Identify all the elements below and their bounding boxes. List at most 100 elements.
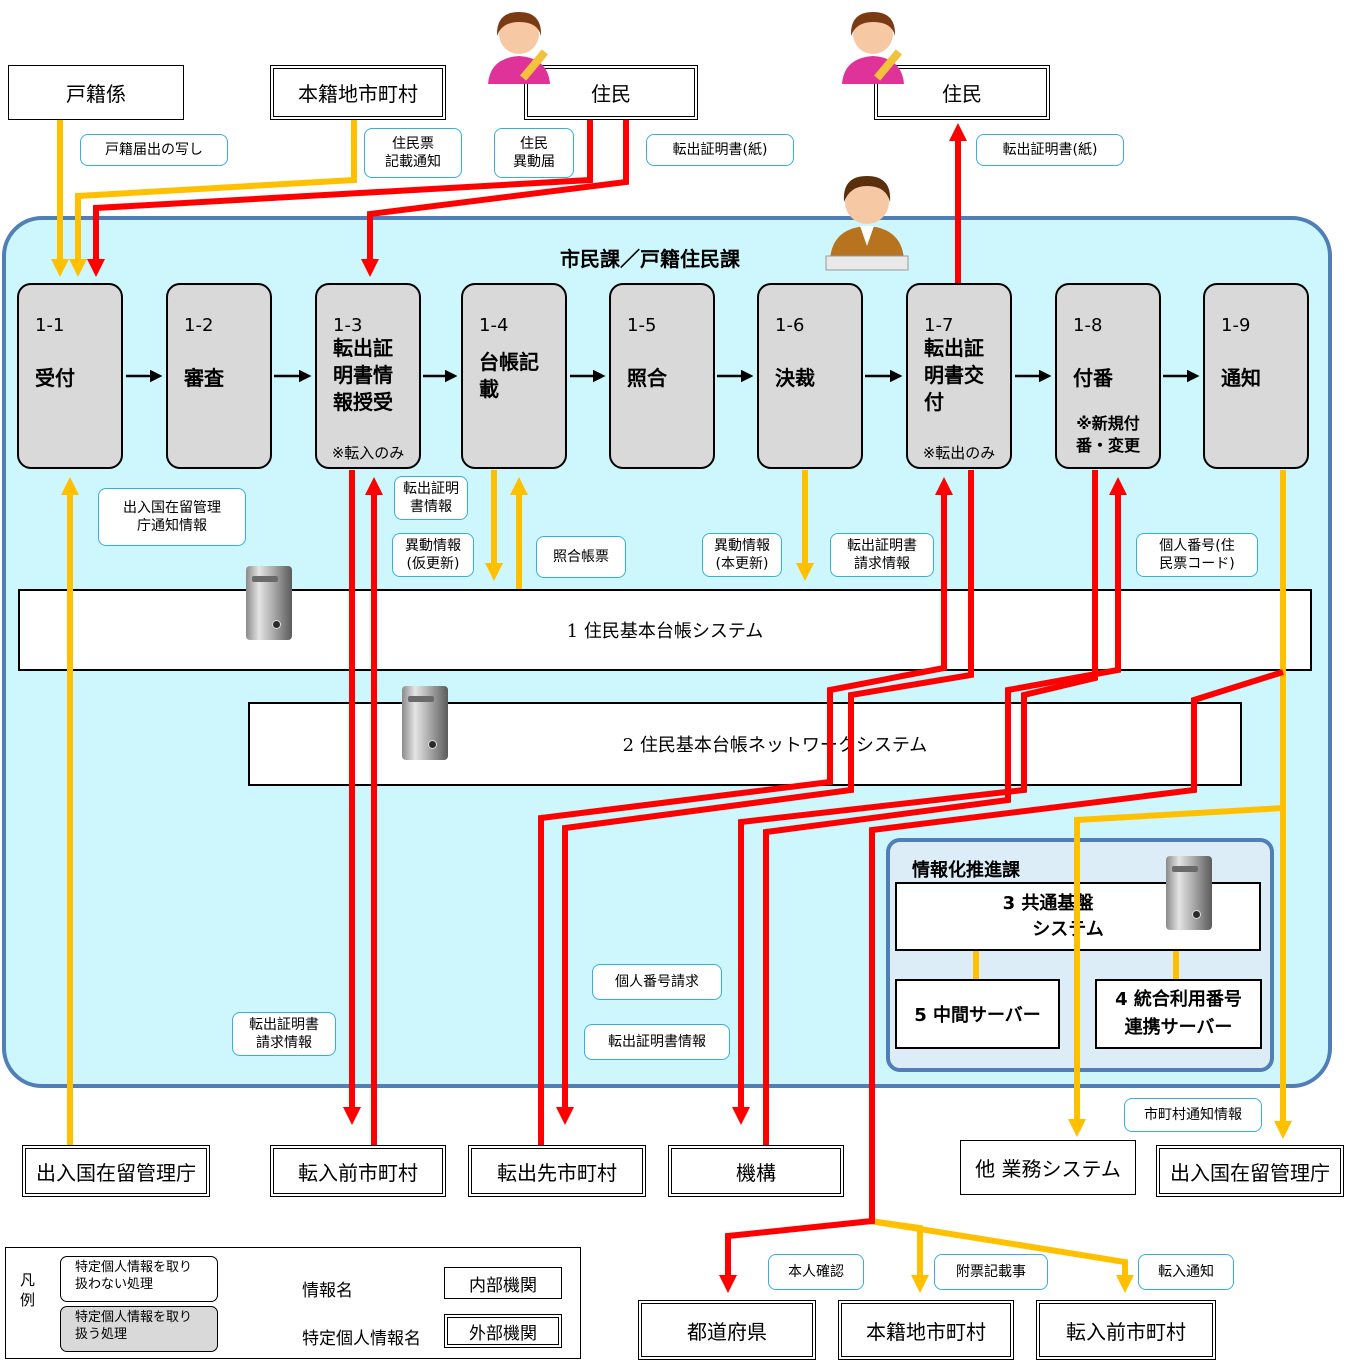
step-number: 1-1 [35,315,65,336]
entity-label: 本籍地市町村 [866,1319,986,1344]
koseki-section-label: 戸籍係 [66,82,126,106]
callout-text: 異動情報 [714,538,770,554]
callout-text: 市町村通知情報 [1144,1107,1242,1123]
entity-label: 転出先市町村 [497,1160,617,1185]
common-platform-line1: 3 共通基盤 [1002,892,1094,914]
entity-label: 機構 [736,1160,776,1185]
legend-text: 特定個人情報を取り [75,1310,193,1325]
it-promotion-section-title: 情報化推進課 [912,860,1020,881]
callout-tenshutsu-paper-in: 転出証明書(紙) [646,134,794,166]
entity-label: 他 業務システム [975,1157,1121,1181]
step-number: 1-2 [184,315,214,336]
honseki-city-box: 本籍地市町村 [270,65,446,120]
resident-in-box: 住民 [524,65,698,120]
koseki-section-box: 戸籍係 [8,65,184,120]
step-name: 台帳記載 [479,350,539,401]
callout-text: 転出証明書(紙) [672,142,768,158]
legend-external-label: 外部機関 [469,1323,537,1344]
entity-label: 出入国在留管理庁 [1170,1160,1330,1185]
legend-internal-label: 内部機関 [469,1275,537,1296]
immigration-agency-right: 出入国在留管理庁 [1156,1145,1344,1197]
callout-text: 個人番号請求 [615,974,699,990]
callout-ido-hon: 異動情報 (本更新) [702,533,782,577]
entity-label: 転入前市町村 [1066,1319,1186,1344]
step-number: 1-7 [924,315,954,336]
staff-person-icon [825,176,909,271]
step-number: 1-4 [479,315,509,336]
resident-out-label: 住民 [942,82,982,106]
entity-label: 転入前市町村 [298,1160,418,1185]
entity-label: 出入国在留管理庁 [36,1160,196,1185]
resident-out-box: 住民 [874,65,1050,120]
step-1-3-transfer-cert-exchange: 1-3 転出証明書情報授受 ※転入のみ [315,283,421,469]
legend-non-personal-process: 特定個人情報を取り 扱わない処理 [60,1256,218,1302]
callout-ido-kari: 異動情報(仮更新) [392,533,474,577]
callout-text: 転入通知 [1158,1264,1214,1280]
resident-in-label: 住民 [591,82,631,106]
step-1-9-notification: 1-9 通知 [1203,283,1309,469]
step-name: 転出証明書交付 [924,336,984,414]
callout-text: 転出証明書 [249,1017,319,1033]
callout-text: 転出証明書(紙) [1002,142,1098,158]
step-name: 転出証明書情報授受 [333,336,393,414]
callout-tennyu-notice: 転入通知 [1138,1254,1234,1290]
callout-text: 個人番号(住 [1159,538,1235,554]
callout-text: 転出証明書 [847,538,917,554]
step-1-8-numbering: 1-8 付番 ※新規付番・変更 [1055,283,1161,469]
previous-city-bottom-box: 転入前市町村 [1036,1300,1216,1360]
step-note: ※転出のみ [922,444,996,462]
callout-text: 異動届 [513,154,555,170]
destination-city-box: 転出先市町村 [468,1145,646,1197]
step-1-7-transfer-cert-issue: 1-7 転出証明書交付 ※転出のみ [906,283,1012,469]
step-number: 1-3 [333,315,363,336]
callout-fuhyo: 附票記載事 [934,1254,1048,1290]
callout-kojin-req: 個人番号請求 [592,964,722,1000]
step-number: 1-8 [1073,315,1103,336]
callout-text: 記載通知 [385,154,441,170]
intermediate-server: 5 中間サーバー [895,979,1060,1049]
callout-koseki-copy: 戸籍届出の写し [80,134,228,166]
callout-city-notice: 市町村通知情報 [1124,1098,1262,1132]
organization-box: 機構 [668,1145,844,1197]
callout-tenshutsu-req: 転出証明書請求情報 [830,533,934,577]
integrated-number-server: 4 統合利用番号 連携サーバー [1095,979,1262,1049]
integrated-number-line1: 4 統合利用番号 [1115,989,1242,1010]
integrated-number-line2: 連携サーバー [1124,1017,1233,1038]
step-1-6-approval: 1-6 決裁 [757,283,863,469]
step-1-5-collation: 1-5 照合 [609,283,715,469]
legend-title-1: 凡 [20,1271,36,1289]
step-1-2-review: 1-2 審査 [166,283,272,469]
legend-title: 凡 例 [20,1270,35,1310]
callout-text: (本更新) [715,556,769,572]
callout-text: 戸籍届出の写し [105,142,203,158]
resident-ledger-system-label: 1 住民基本台帳システム [566,621,764,642]
resident-person-icon [488,12,550,84]
callout-tenshutsu-paper-out: 転出証明書(紙) [976,134,1124,166]
callout-shogo: 照合帳票 [536,536,626,578]
legend-personal-name: 特定個人情報名 [302,1329,421,1349]
intermediate-server-label: 5 中間サーバー [914,1005,1041,1026]
callout-tenshutsu-info: 転出証明書情報 [394,476,468,520]
step-note: ※転入のみ [331,444,405,462]
callout-text: (仮更新) [406,556,460,572]
legend-text: 扱わない処理 [75,1277,154,1292]
callout-text: 住民 [520,136,548,152]
step-number: 1-6 [775,315,805,336]
step-number: 1-5 [627,315,657,336]
entity-label: 都道府県 [687,1319,767,1344]
callout-immigration-notice: 出入国在留管理庁通知情報 [98,488,246,546]
callout-text: 転出証明書情報 [608,1034,706,1050]
step-name: 照合 [627,366,667,390]
callout-text: 請求情報 [854,556,910,572]
server-icon [402,686,448,760]
step-name: 通知 [1221,366,1261,390]
resident-person-icon-2 [842,12,904,84]
callout-text: 民票コード) [1159,556,1235,572]
step-1-1-reception: 1-1 受付 [17,283,123,469]
callout-tenshutsu-req-bottom: 転出証明書請求情報 [232,1012,336,1056]
other-system-box: 他 業務システム [960,1140,1136,1195]
honseki-city-bottom-box: 本籍地市町村 [838,1300,1014,1360]
callout-text: 庁通知情報 [137,518,207,534]
callout-text: 出入国在留管理 [123,500,221,516]
citizen-section-title: 市民課／戸籍住民課 [560,247,740,271]
